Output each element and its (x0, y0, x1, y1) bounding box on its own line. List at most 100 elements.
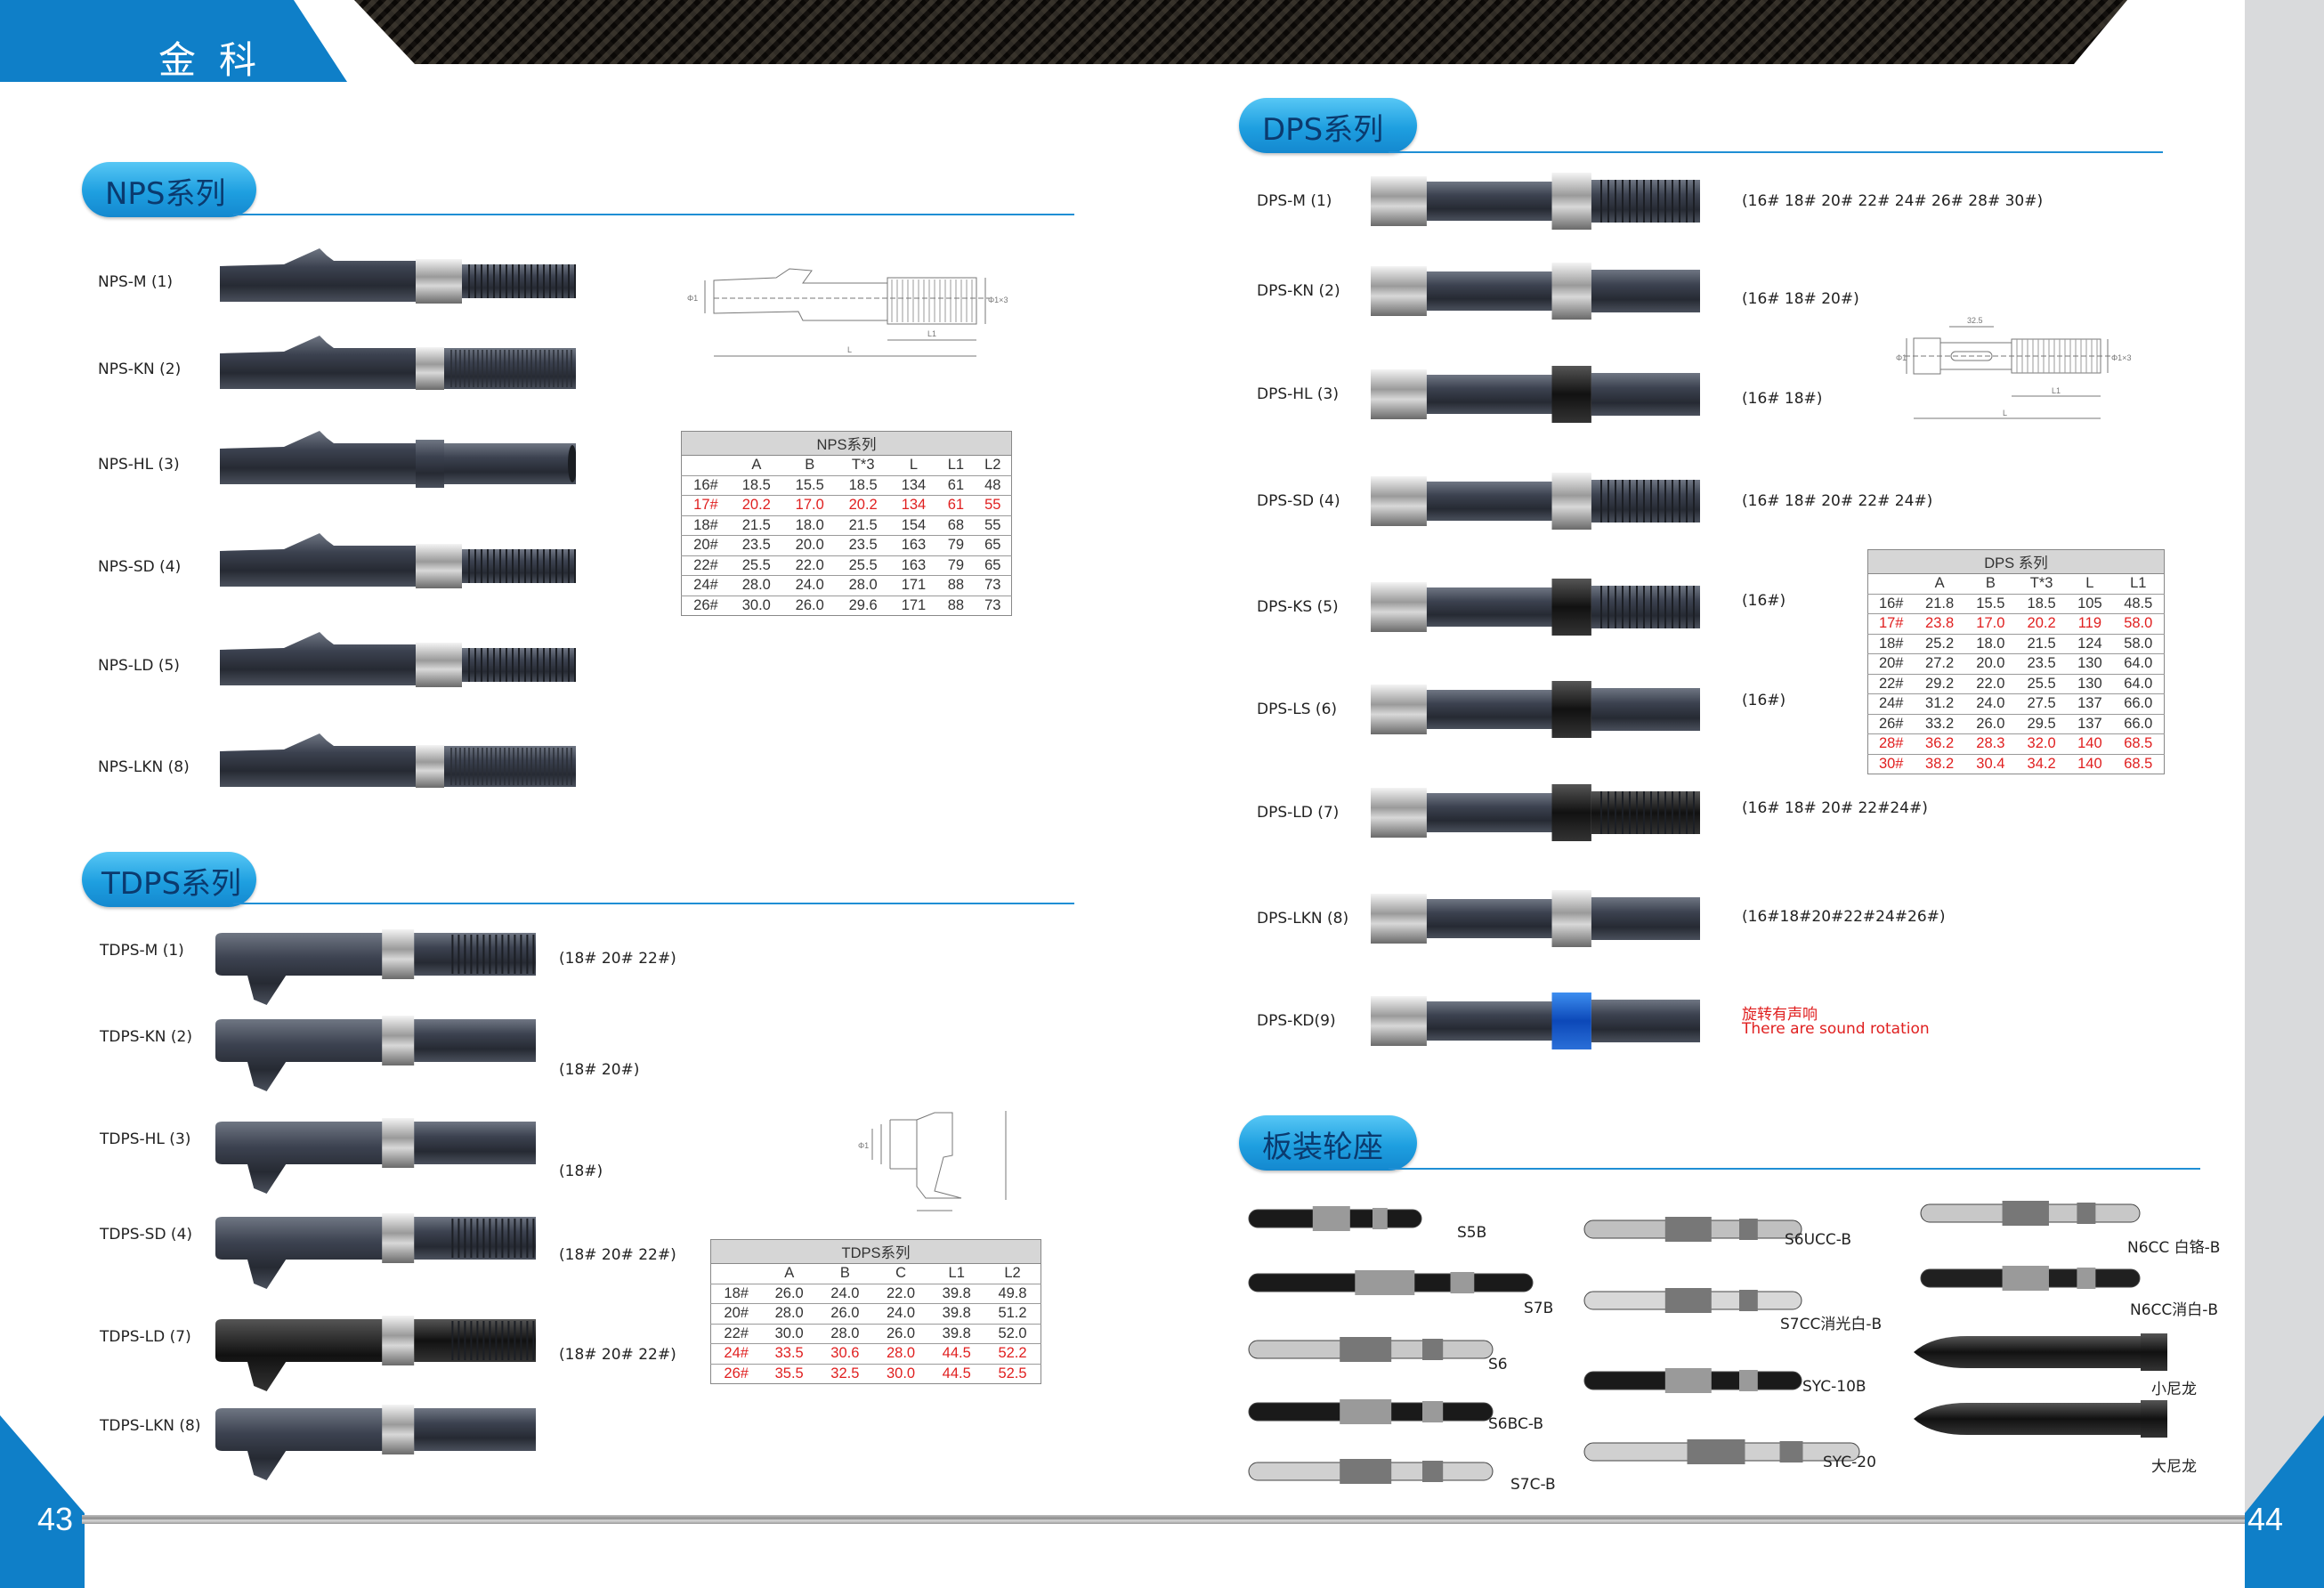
table-cell: 39.8 (928, 1283, 985, 1304)
table-cell: 30.4 (1964, 753, 2016, 774)
table-cell: 26.0 (1964, 713, 2016, 734)
table-cell: 21.5 (729, 514, 783, 536)
section-divider (1389, 1168, 2200, 1170)
table-cell: 25.5 (2015, 673, 2068, 694)
table-cell: 25.2 (1914, 633, 1965, 654)
brand-tab (0, 0, 347, 82)
table-cell: 17# (1867, 613, 1915, 634)
table-cell: 28.0 (761, 1303, 818, 1324)
table-cell: 88 (937, 595, 975, 616)
table-cell: 137 (2067, 693, 2113, 714)
table-cell: 17.0 (1964, 613, 2016, 634)
table-cell: 73 (974, 595, 1012, 616)
product-label: TDPS-KN (2) (100, 1028, 193, 1046)
reel-seat-image (1242, 1200, 1429, 1242)
table-cell: 55 (974, 495, 1012, 515)
table-cell: 119 (2067, 613, 2113, 634)
dim-label: Φ1 (687, 294, 698, 303)
reel-seat-label: 大尼龙 (2151, 1458, 2197, 1476)
table-cell: 26.0 (782, 595, 837, 616)
table-cell: 32.5 (817, 1363, 873, 1384)
table-cell: 58.0 (2112, 613, 2165, 634)
table-cell: 23.5 (2015, 653, 2068, 674)
reel-seat-label: S6BC-B (1488, 1415, 1544, 1433)
nps-product-image (220, 626, 576, 710)
table-cell: 44.5 (928, 1363, 985, 1384)
table-cell: 16# (1867, 593, 1915, 614)
table-cell: 24# (1867, 693, 1915, 714)
table-cell: 137 (2067, 713, 2113, 734)
size-note: (16# 18# 20# 22#24#) (1742, 799, 1928, 817)
column-header: T*3 (2015, 573, 2068, 594)
section-header-dps: DPS系列 (1239, 98, 1417, 153)
reel-seat-image (1914, 1395, 2176, 1447)
product-label: NPS-SD (4) (98, 558, 182, 576)
table-cell: 140 (2067, 733, 2113, 754)
reel-seat-label: S7C-B (1510, 1476, 1556, 1494)
tdps-product-image (215, 1099, 536, 1202)
product-label: NPS-HL (3) (98, 456, 180, 474)
section-title: DPS系列 (1262, 112, 1384, 148)
table-cell: 171 (889, 575, 938, 596)
dps-product-image (1371, 669, 1700, 754)
reel-seat-label: SYC-10B (1802, 1378, 1866, 1396)
dps-product-image (1371, 461, 1700, 546)
product-label: DPS-HL (3) (1257, 385, 1340, 403)
table-cell: 24.0 (817, 1283, 873, 1304)
column-header: T*3 (836, 455, 890, 475)
size-note: (16# 18# 20# 22# 24# 26# 28# 30#) (1742, 192, 2044, 210)
table-cell: 24# (710, 1343, 762, 1364)
table-cell: 73 (974, 575, 1012, 596)
column-header (681, 455, 730, 475)
dim-label: L (847, 345, 852, 354)
table-cell: 163 (889, 535, 938, 555)
table-cell: 65 (974, 555, 1012, 576)
column-header: L (2067, 573, 2113, 594)
section-header-tdps: TDPS系列 (82, 852, 256, 907)
table-caption: TDPS系列 (710, 1239, 1041, 1264)
table-cell: 48.5 (2112, 593, 2165, 614)
column-header: L2 (974, 455, 1012, 475)
product-label: NPS-LD (5) (98, 657, 180, 675)
table-cell: 64.0 (2112, 653, 2165, 674)
table-cell: 26.0 (817, 1303, 873, 1324)
carbon-fiber-banner (354, 0, 2127, 64)
table-cell: 21.8 (1914, 593, 1965, 614)
right-margin-strip (2245, 0, 2324, 1588)
table-cell: 22.0 (782, 555, 837, 576)
reel-seat-image (1577, 1433, 1866, 1475)
table-cell: 65 (974, 535, 1012, 555)
table-cell: 26# (681, 595, 730, 616)
sound-note-cn: 旋转有声响 (1742, 1006, 1818, 1024)
product-label: TDPS-LD (7) (100, 1328, 191, 1346)
table-cell: 18.5 (729, 474, 783, 496)
section-divider (233, 214, 1074, 215)
column-header: C (872, 1263, 929, 1284)
table-cell: 28# (1867, 733, 1915, 754)
reel-seat-image (1914, 1195, 2147, 1236)
table-cell: 28.0 (817, 1323, 873, 1344)
table-cell: 17# (681, 495, 730, 515)
product-label: DPS-LKN (8) (1257, 910, 1349, 928)
table-cell: 38.2 (1914, 753, 1965, 774)
table-cell: 18.0 (1964, 633, 2016, 654)
product-label: TDPS-LKN (8) (100, 1417, 201, 1435)
table-cell: 26# (710, 1363, 762, 1384)
table-cell: 30.6 (817, 1343, 873, 1364)
sound-note-en: There are sound rotation (1742, 1020, 1930, 1038)
tdps-product-image (215, 1386, 536, 1488)
product-label: TDPS-M (1) (100, 942, 184, 960)
table-cell: 25.5 (836, 555, 890, 576)
product-label: NPS-M (1) (98, 273, 174, 291)
product-label: NPS-KN (2) (98, 361, 182, 378)
